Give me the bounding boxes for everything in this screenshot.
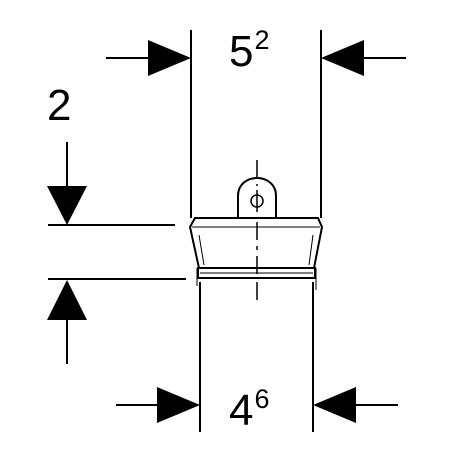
top-width-base: 5 (229, 27, 254, 76)
top-width-dimension-label: 52 (229, 27, 270, 76)
height-base: 2 (47, 81, 72, 130)
bottom-left-arrowhead (157, 387, 200, 423)
bottom-width-superscript: 6 (254, 384, 270, 414)
plug-part (188, 177, 324, 279)
height-bottom-arrowhead (47, 280, 87, 320)
bottom-right-arrowhead (313, 387, 356, 423)
plug-body (188, 217, 324, 269)
plug-body-shading-left (198, 234, 205, 266)
height-top-arrowhead (47, 186, 87, 225)
bottom-width-dimension-label: 46 (229, 386, 270, 435)
top-right-arrowhead (321, 40, 364, 76)
top-left-arrowhead (148, 40, 191, 76)
bottom-width-base: 4 (229, 386, 254, 435)
plug-body-shading-right (308, 234, 314, 266)
height-dimension-label: 2 (47, 84, 71, 128)
top-width-superscript: 2 (254, 25, 270, 55)
